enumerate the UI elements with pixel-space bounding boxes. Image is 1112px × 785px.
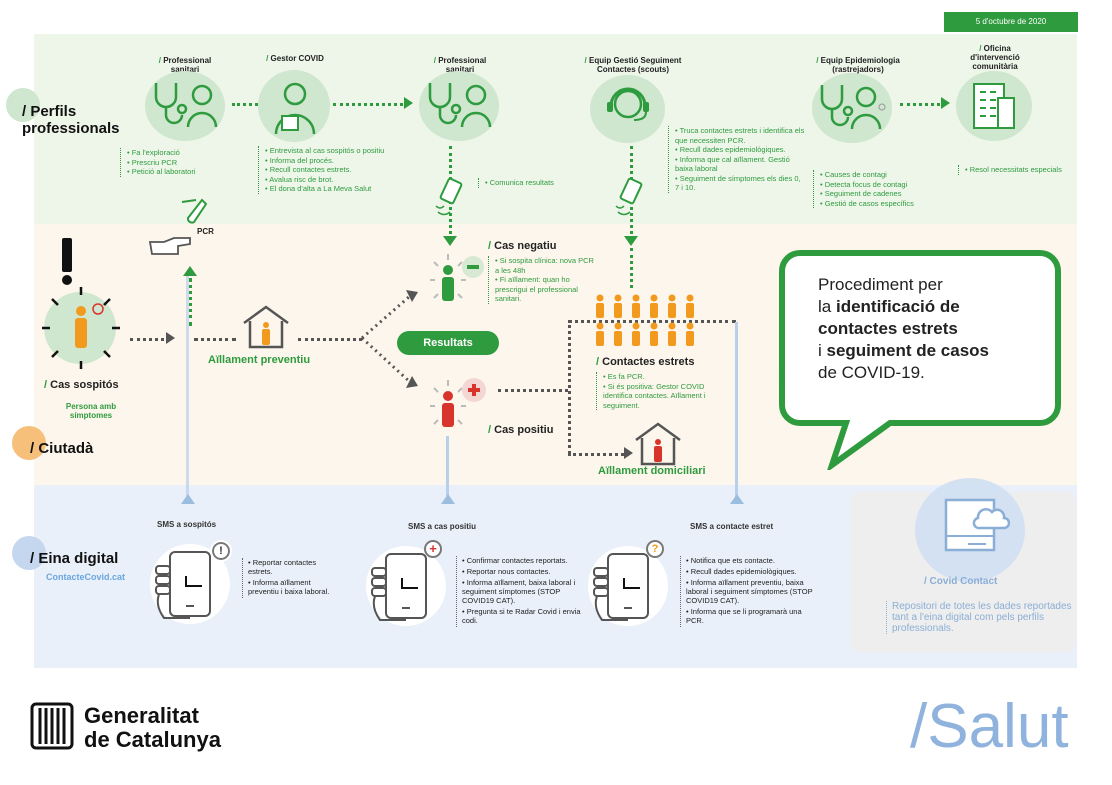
- contacts-group-icon: [596, 294, 694, 346]
- arrow-to-negatiu: [443, 236, 457, 246]
- blue-arrow-3: [730, 494, 744, 504]
- office-building-icon: [973, 83, 1015, 129]
- generalitat-text: Generalitat de Catalunya: [84, 703, 221, 752]
- headset-person-icon: [607, 87, 649, 121]
- aillament-connector-left: [194, 338, 236, 341]
- role-list-4: Truca contactes estrets i identifica els…: [668, 126, 805, 193]
- perfils-label: / Perfils professionals: [22, 103, 120, 137]
- server-cloud-icon: [944, 498, 1010, 552]
- pcr-connector: [189, 278, 192, 326]
- role-list-3: Comunica resultats: [478, 178, 565, 188]
- test-tube-icon: [181, 198, 208, 224]
- phone-hand-2: [362, 538, 452, 628]
- blue-line-3: [735, 322, 738, 498]
- role-title-1: / Professional sanitari: [158, 56, 212, 74]
- role-list-1: Fa l'exploracióPrescriu PCRPetició al la…: [120, 148, 237, 177]
- eina-dot: [12, 536, 46, 570]
- role-title-4: / Equip Gestió Seguiment Contactes (scou…: [584, 56, 682, 74]
- resultats-pill: Resultats: [397, 331, 499, 355]
- sms-label-1: SMS a sospitós: [157, 520, 217, 529]
- blue-line-1: [186, 276, 189, 498]
- sms-label-3: SMS a contacte estret: [690, 522, 774, 531]
- callout-text: Procediment per la identificació de cont…: [818, 275, 990, 382]
- perfils-dot: [6, 88, 40, 122]
- aillament-connector-right: [298, 338, 362, 341]
- house-person-icon: [243, 305, 289, 349]
- stethoscope-person-icon-1: [154, 83, 218, 128]
- gestor-person-icon: [274, 82, 316, 135]
- role-list-6: Resol necessitats especials: [958, 165, 1065, 175]
- positiu-connector: [498, 389, 568, 392]
- role-title-5: / Equip Epidemiologia (rastrejadors): [816, 56, 900, 74]
- salut-logo: /Salut: [910, 692, 1069, 761]
- cas-negatiu-list: Si sospita clínica: nova PCR a les 48hFi…: [488, 256, 595, 304]
- negative-person-icon: [430, 254, 466, 301]
- role-circle-4: [590, 75, 665, 143]
- alert-icon: [60, 238, 74, 286]
- phone-icon-1: [435, 177, 463, 216]
- badge-3: ?: [646, 540, 664, 558]
- positive-person-icon: [430, 380, 466, 427]
- contactes-vertical: [568, 320, 571, 454]
- blue-line-2: [446, 436, 449, 496]
- sospitos-connector: [130, 338, 164, 341]
- connector-5-6: [900, 103, 940, 106]
- contactes-top: [568, 320, 736, 323]
- generalitat-logo-icon: [30, 702, 74, 750]
- connector-2-3: [333, 103, 403, 106]
- sms-list-2: Confirmar contactes reportats.Reportar n…: [456, 556, 582, 627]
- pcr-label: PCR: [197, 227, 214, 236]
- arrow-2-3: [404, 97, 413, 109]
- covid-contact-desc: Repositori de totes les dades reportades…: [886, 601, 1072, 634]
- aillament-domiciliari-label: Aïllament domiciliari: [598, 465, 706, 477]
- plus-badge: [462, 378, 486, 402]
- sms-label-2: SMS a cas positiu: [408, 522, 477, 531]
- connector-contactes-up: [630, 248, 633, 288]
- role-title-2: / Gestor COVID: [266, 54, 324, 63]
- eina-label: / Eina digital: [30, 550, 119, 567]
- role-list-2: Entrevista al cas sospitós o positiuInfo…: [258, 146, 445, 194]
- contactes-title: / Contactes estrets: [596, 356, 695, 368]
- arrow-domiciliari: [624, 447, 633, 459]
- sick-person-icon: [42, 287, 120, 369]
- cas-sospitos-sub: Persona amb símptomes: [65, 402, 117, 420]
- phone-hand-1: [146, 536, 236, 626]
- cas-negatiu-title: / Cas negatiu: [488, 240, 557, 252]
- hand-swab-icon: [148, 237, 191, 255]
- role-title-3: / Professional sanitari: [433, 56, 487, 74]
- phone-hand-3: [584, 538, 674, 628]
- branch-arrows: [360, 290, 418, 388]
- ciutada-dot: [12, 426, 46, 460]
- cas-positiu-title: / Cas positiu: [488, 424, 554, 436]
- role-title-6: / Oficina d'intervenció comunitària: [970, 44, 1020, 71]
- contactes-list: Es fa PCR.Si és positiva: Gestor COVID i…: [596, 372, 715, 410]
- badge-1: !: [210, 540, 232, 562]
- arrow-sospitos: [166, 332, 175, 344]
- blue-arrow-2: [441, 494, 455, 504]
- aillament-preventiu-label: Aïllament preventiu: [208, 354, 311, 366]
- stethoscope-person-icon-3: [428, 83, 492, 128]
- callout-bubble: [779, 250, 1061, 470]
- domiciliari-connector: [568, 453, 624, 456]
- sms-list-3: Notifica que ets contacte.Recull dades e…: [680, 556, 818, 627]
- house-positive-icon: [635, 422, 681, 466]
- arrow-5-6: [941, 97, 950, 109]
- role-list-5: Causes de contagiDetecta focus de contag…: [813, 170, 950, 208]
- blue-arrow-1: [181, 494, 195, 504]
- eina-sub: ContacteCovid.cat: [46, 572, 126, 582]
- cas-sospitos-title: / Cas sospitós: [44, 379, 119, 391]
- minus-badge: [462, 256, 484, 278]
- ciutada-label: / Ciutadà: [30, 440, 94, 457]
- arrow-up-pcr: [183, 266, 197, 276]
- phone-icon-2: [615, 177, 643, 216]
- badge-2: +: [424, 540, 442, 558]
- arrow-to-contactes: [624, 236, 638, 246]
- covid-contact-title: / Covid Contact: [924, 576, 998, 587]
- sms-list-1: Reportar contactes estrets.Informa aïlla…: [242, 558, 338, 598]
- connector-1-2: [232, 103, 258, 106]
- date-badge: 5 d'octubre de 2020: [944, 12, 1078, 32]
- stethoscope-virus-icon: [820, 85, 886, 130]
